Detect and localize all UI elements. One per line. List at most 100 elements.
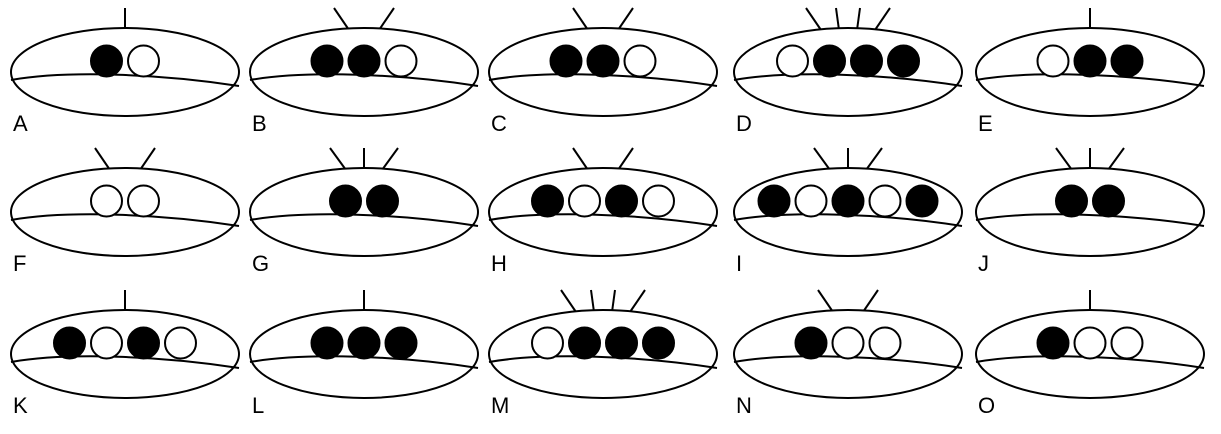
- antenna-line: [573, 8, 588, 30]
- figure-label: K: [13, 393, 28, 418]
- body-ellipse: [11, 310, 239, 398]
- figure-c: C: [489, 8, 717, 136]
- figure-label: I: [736, 251, 742, 276]
- filled-dot: [888, 46, 919, 77]
- filled-dot: [588, 46, 619, 77]
- empty-dot: [870, 328, 901, 359]
- filled-dot: [1038, 328, 1069, 359]
- empty-dot: [777, 46, 808, 77]
- antenna-line: [334, 8, 349, 30]
- body-ellipse: [976, 168, 1204, 256]
- antenna-line: [612, 290, 615, 312]
- antenna-line: [330, 148, 346, 170]
- filled-dot: [532, 186, 563, 217]
- filled-dot: [796, 328, 827, 359]
- figure-k: K: [11, 290, 239, 418]
- figure-label: O: [978, 393, 995, 418]
- filled-dot: [759, 186, 790, 217]
- body-ellipse: [11, 168, 239, 256]
- empty-dot: [1038, 46, 1069, 77]
- antenna-line: [618, 8, 633, 30]
- figure-label: B: [252, 111, 267, 136]
- antenna-line: [379, 8, 394, 30]
- filled-dot: [606, 328, 637, 359]
- antenna-line: [875, 8, 890, 30]
- antenna-line: [561, 290, 576, 312]
- empty-dot: [165, 328, 196, 359]
- empty-dot: [569, 186, 600, 217]
- figure-label: D: [736, 111, 752, 136]
- empty-dot: [1112, 328, 1143, 359]
- filled-dot: [1075, 46, 1106, 77]
- antenna-line: [618, 148, 633, 170]
- antenna-line: [573, 148, 588, 170]
- filled-dot: [54, 328, 85, 359]
- filled-dot: [643, 328, 674, 359]
- antenna-line: [863, 290, 878, 312]
- figure-label: L: [252, 393, 264, 418]
- empty-dot: [532, 328, 563, 359]
- figure-n: N: [734, 290, 962, 418]
- antenna-line: [140, 148, 155, 170]
- figure-label: E: [978, 111, 993, 136]
- antenna-line: [814, 148, 830, 170]
- figure-f: F: [11, 148, 239, 276]
- antenna-line: [857, 8, 860, 30]
- antenna-line: [591, 290, 594, 312]
- figure-b: B: [250, 8, 478, 136]
- antenna-line: [866, 148, 882, 170]
- figure-label: J: [978, 251, 989, 276]
- filled-dot: [1056, 186, 1087, 217]
- figure-j: J: [976, 148, 1204, 276]
- filled-dot: [833, 186, 864, 217]
- body-ellipse: [250, 168, 478, 256]
- empty-dot: [643, 186, 674, 217]
- antenna-line: [95, 148, 110, 170]
- antenna-line: [630, 290, 645, 312]
- figure-label: N: [736, 393, 752, 418]
- figure-e: E: [976, 8, 1204, 136]
- figure-label: A: [13, 111, 28, 136]
- filled-dot: [349, 46, 380, 77]
- filled-dot: [551, 46, 582, 77]
- empty-dot: [833, 328, 864, 359]
- filled-dot: [851, 46, 882, 77]
- figure-label: F: [13, 251, 26, 276]
- figure-label: M: [491, 393, 509, 418]
- antenna-line: [806, 8, 821, 30]
- figure-o: O: [976, 290, 1204, 418]
- figure-label: C: [491, 111, 507, 136]
- antenna-line: [382, 148, 398, 170]
- empty-dot: [625, 46, 656, 77]
- empty-dot: [1075, 328, 1106, 359]
- filled-dot: [569, 328, 600, 359]
- figure-label: H: [491, 251, 507, 276]
- figure-d: D: [734, 8, 962, 136]
- filled-dot: [330, 186, 361, 217]
- figure-m: M: [489, 290, 717, 418]
- figure-i: I: [734, 148, 962, 276]
- filled-dot: [1093, 186, 1124, 217]
- filled-dot: [814, 46, 845, 77]
- empty-dot: [870, 186, 901, 217]
- figure-g: G: [250, 148, 478, 276]
- antenna-line: [1108, 148, 1124, 170]
- figure-l: L: [250, 290, 478, 418]
- empty-dot: [128, 46, 159, 77]
- filled-dot: [312, 328, 343, 359]
- filled-dot: [91, 46, 122, 77]
- empty-dot: [91, 186, 122, 217]
- filled-dot: [312, 46, 343, 77]
- filled-dot: [128, 328, 159, 359]
- figure-h: H: [489, 148, 717, 276]
- filled-dot: [907, 186, 938, 217]
- empty-dot: [386, 46, 417, 77]
- filled-dot: [606, 186, 637, 217]
- empty-dot: [91, 328, 122, 359]
- filled-dot: [386, 328, 417, 359]
- antenna-line: [836, 8, 839, 30]
- empty-dot: [128, 186, 159, 217]
- body-ellipse: [11, 28, 239, 116]
- figure-a: A: [11, 8, 239, 136]
- antenna-line: [1056, 148, 1072, 170]
